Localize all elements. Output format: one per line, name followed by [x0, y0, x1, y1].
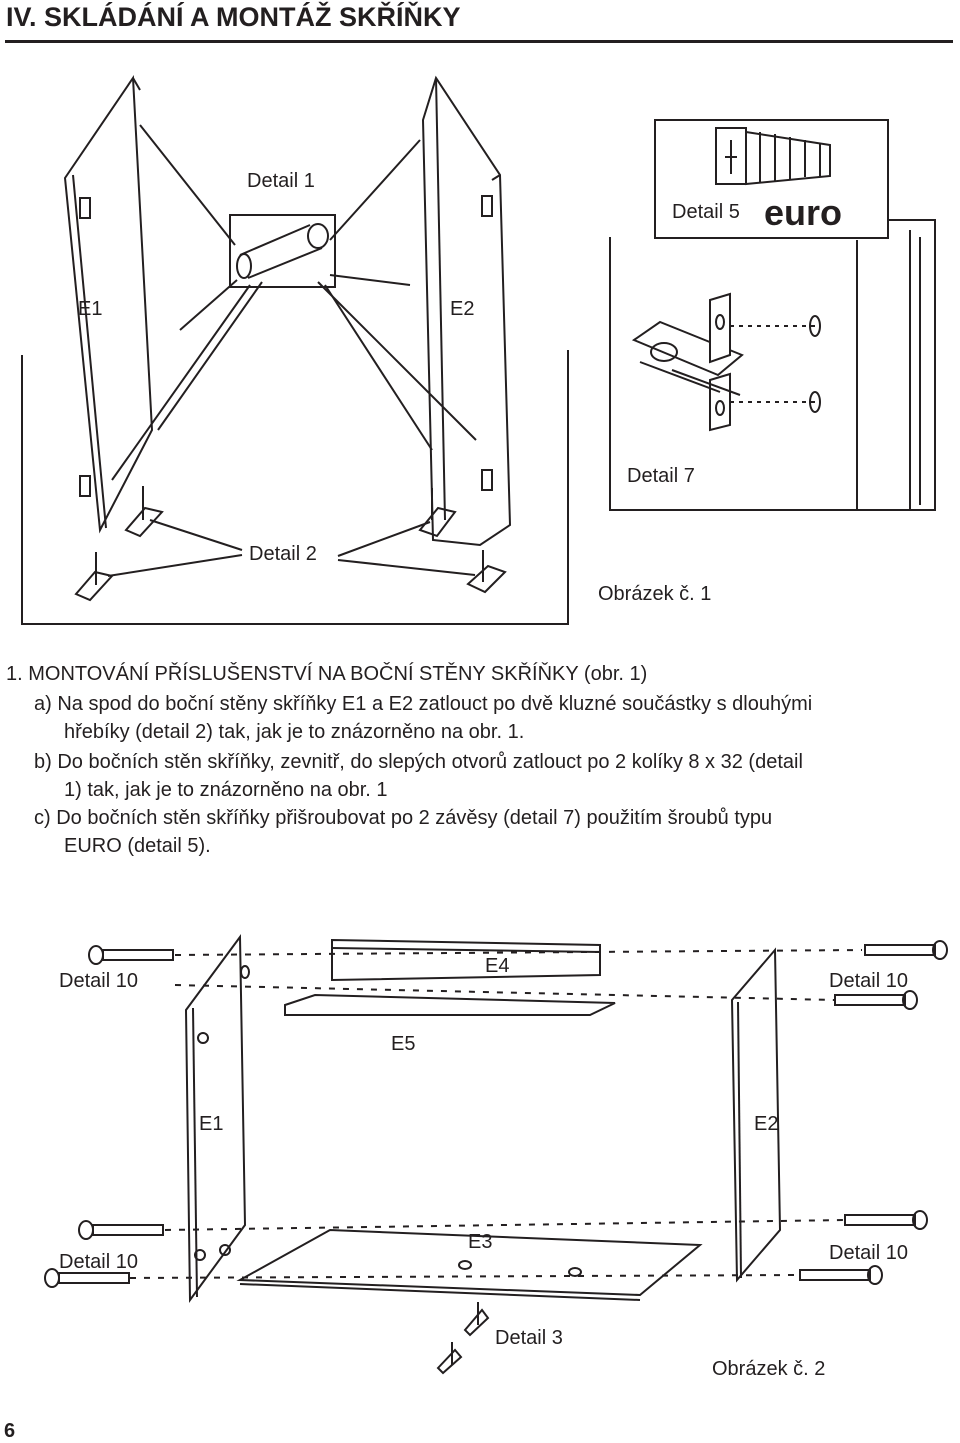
- screw-tr-2: [834, 990, 918, 1010]
- detail-7-label: Detail 7: [627, 465, 695, 487]
- e1-label: E1: [78, 298, 103, 320]
- figure-1-caption: Obrázek č. 1: [598, 583, 712, 605]
- detail-3-label: Detail 3: [495, 1327, 563, 1349]
- e2-label: E2: [450, 298, 475, 320]
- instruction-title: 1. MONTOVÁNÍ PŘÍSLUŠENSTVÍ NA BOČNÍ STĚN…: [6, 663, 648, 685]
- instruction-a-cont: hřebíky (detail 2) tak, jak je to znázor…: [64, 721, 525, 743]
- screw-bl: [44, 1268, 130, 1288]
- instruction-c: c) Do bočních stěn skříňky přišroubovat …: [34, 807, 773, 829]
- detail-7-panel: [609, 219, 936, 511]
- panel-e2-exploded: [730, 947, 782, 1283]
- instruction-c-cont: EURO (detail 5).: [64, 835, 211, 857]
- screw-tr: [864, 940, 948, 960]
- detail-10-label-bottom-left: Detail 10: [59, 1251, 138, 1273]
- e5-label: E5: [391, 1033, 416, 1055]
- screw-tl: [88, 945, 174, 965]
- shelf-e5: [284, 993, 616, 1016]
- e4-label: E4: [485, 955, 510, 977]
- instruction-a: a) Na spod do boční stěny skříňky E1 a E…: [34, 693, 813, 715]
- screw-br: [844, 1210, 928, 1230]
- figure-2-caption: Obrázek č. 2: [712, 1358, 826, 1380]
- detail-5-box: [654, 119, 889, 239]
- shelf-e4: [331, 938, 601, 982]
- instruction-b-cont: 1) tak, jak je to znázorněno na obr. 1: [64, 779, 388, 801]
- e2-label-fig2: E2: [754, 1113, 779, 1135]
- detail-10-label-bottom-right: Detail 10: [829, 1242, 908, 1264]
- floor-outline: [21, 350, 569, 625]
- panel-e1: [63, 74, 154, 534]
- panel-e1-exploded: [184, 934, 247, 1303]
- instruction-b: b) Do bočních stěn skříňky, zevnitř, do …: [34, 751, 803, 773]
- detail-10-label-top-right: Detail 10: [829, 970, 908, 992]
- screw-bl-top: [78, 1220, 164, 1240]
- detail-1-box: [229, 214, 336, 288]
- page-heading: IV. SKLÁDÁNÍ A MONTÁŽ SKŘÍŇKY: [6, 2, 461, 32]
- page-number: 6: [4, 1420, 16, 1442]
- euro-logo-text: euro: [764, 192, 843, 233]
- detail-1-label: Detail 1: [247, 170, 315, 192]
- detail-10-label-top-left: Detail 10: [59, 970, 138, 992]
- e3-label: E3: [468, 1231, 493, 1253]
- heading-rule: [5, 40, 953, 43]
- screw-br-2: [799, 1265, 883, 1285]
- detail-2-label: Detail 2: [249, 543, 317, 565]
- detail-5-label: Detail 5: [672, 201, 740, 223]
- e1-label-fig2: E1: [199, 1113, 224, 1135]
